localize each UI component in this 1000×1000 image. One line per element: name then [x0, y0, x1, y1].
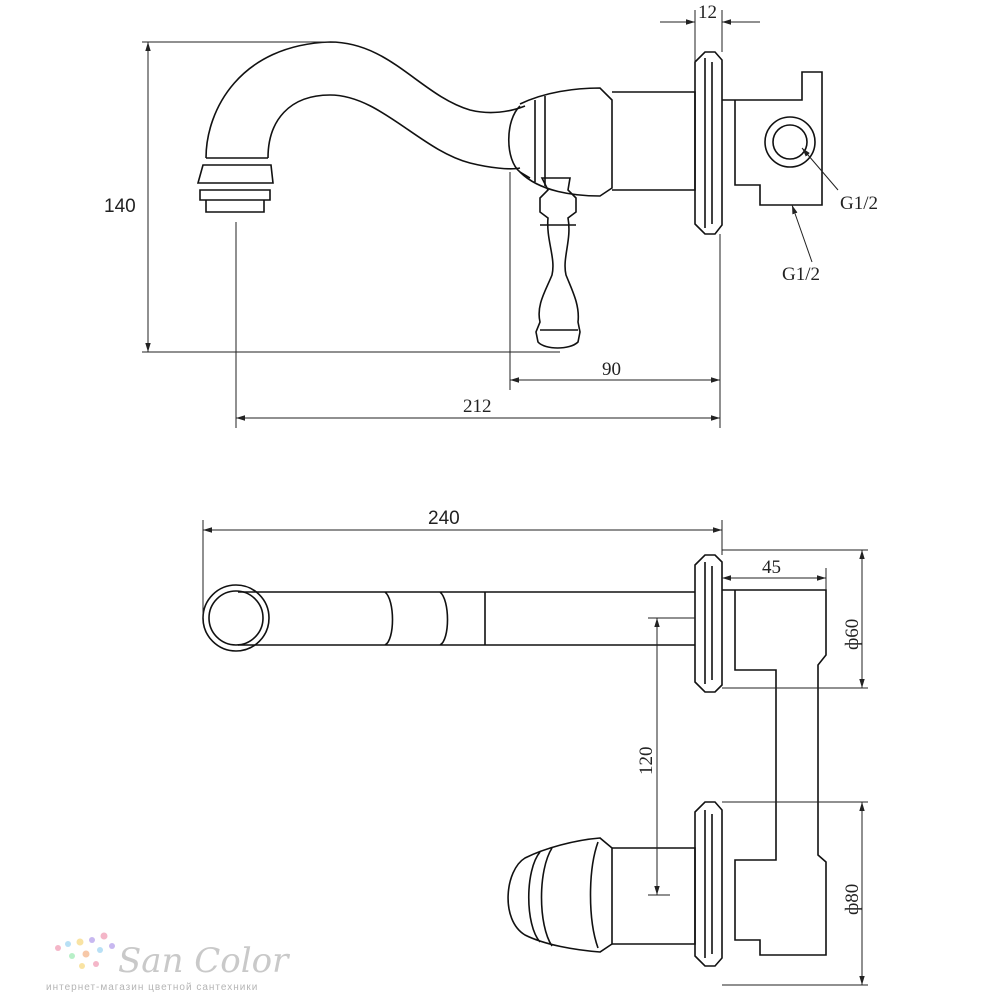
spout-inner [267, 94, 521, 170]
lower-flange [694, 801, 723, 967]
logo-dot [82, 950, 90, 958]
valve-body [612, 91, 696, 191]
spout-pipe [238, 591, 695, 646]
logo-dot [100, 932, 108, 940]
logo-tagline: интернет-магазин цветной сантехники [46, 982, 258, 993]
wall-flange [694, 51, 723, 235]
dim-90: 90 [602, 359, 621, 380]
logo-dot [109, 943, 115, 949]
connecting-body [722, 589, 827, 956]
dim-140: 140 [104, 196, 136, 217]
logo-dot [79, 963, 85, 969]
logo-dot [69, 953, 75, 959]
spout-outline [205, 41, 526, 159]
wall-box [722, 71, 823, 206]
dim-12: 12 [698, 2, 717, 23]
upper-flange [694, 554, 723, 693]
logo-dot [89, 937, 95, 943]
spout-tip-ring-inner [208, 590, 264, 646]
logo-dot [76, 938, 84, 946]
plan-view: 240 45 ф60 120 ф80 [202, 508, 868, 986]
dim-240: 240 [428, 508, 460, 529]
spout-tip [196, 157, 274, 213]
valve-cap [519, 87, 613, 197]
inlet-inner [772, 124, 808, 160]
sancolor-logo: San Color интернет-магазин цветной санте… [46, 932, 290, 993]
lower-valve-cap [507, 837, 613, 953]
lower-valve-body [612, 847, 696, 945]
dim-120: 120 [636, 747, 657, 776]
dim-g12-bottom: G1/2 [782, 264, 820, 285]
logo-dot [97, 947, 103, 953]
logo-name: San Color [118, 941, 290, 981]
dim-45: 45 [762, 557, 781, 578]
side-view: 140 12 G1/2 G1/2 90 212 [104, 2, 878, 428]
logo-dot [55, 945, 61, 951]
inlet-outer [764, 116, 816, 168]
dim-212: 212 [463, 396, 492, 417]
dim-phi80: ф80 [842, 884, 863, 915]
dim-phi60: ф60 [842, 619, 863, 650]
spout-tip-ring [202, 584, 270, 652]
handle [535, 177, 581, 349]
dim-g12-right: G1/2 [840, 193, 878, 214]
spout-body [508, 105, 531, 179]
logo-dot [93, 961, 99, 967]
logo-dot [65, 941, 71, 947]
